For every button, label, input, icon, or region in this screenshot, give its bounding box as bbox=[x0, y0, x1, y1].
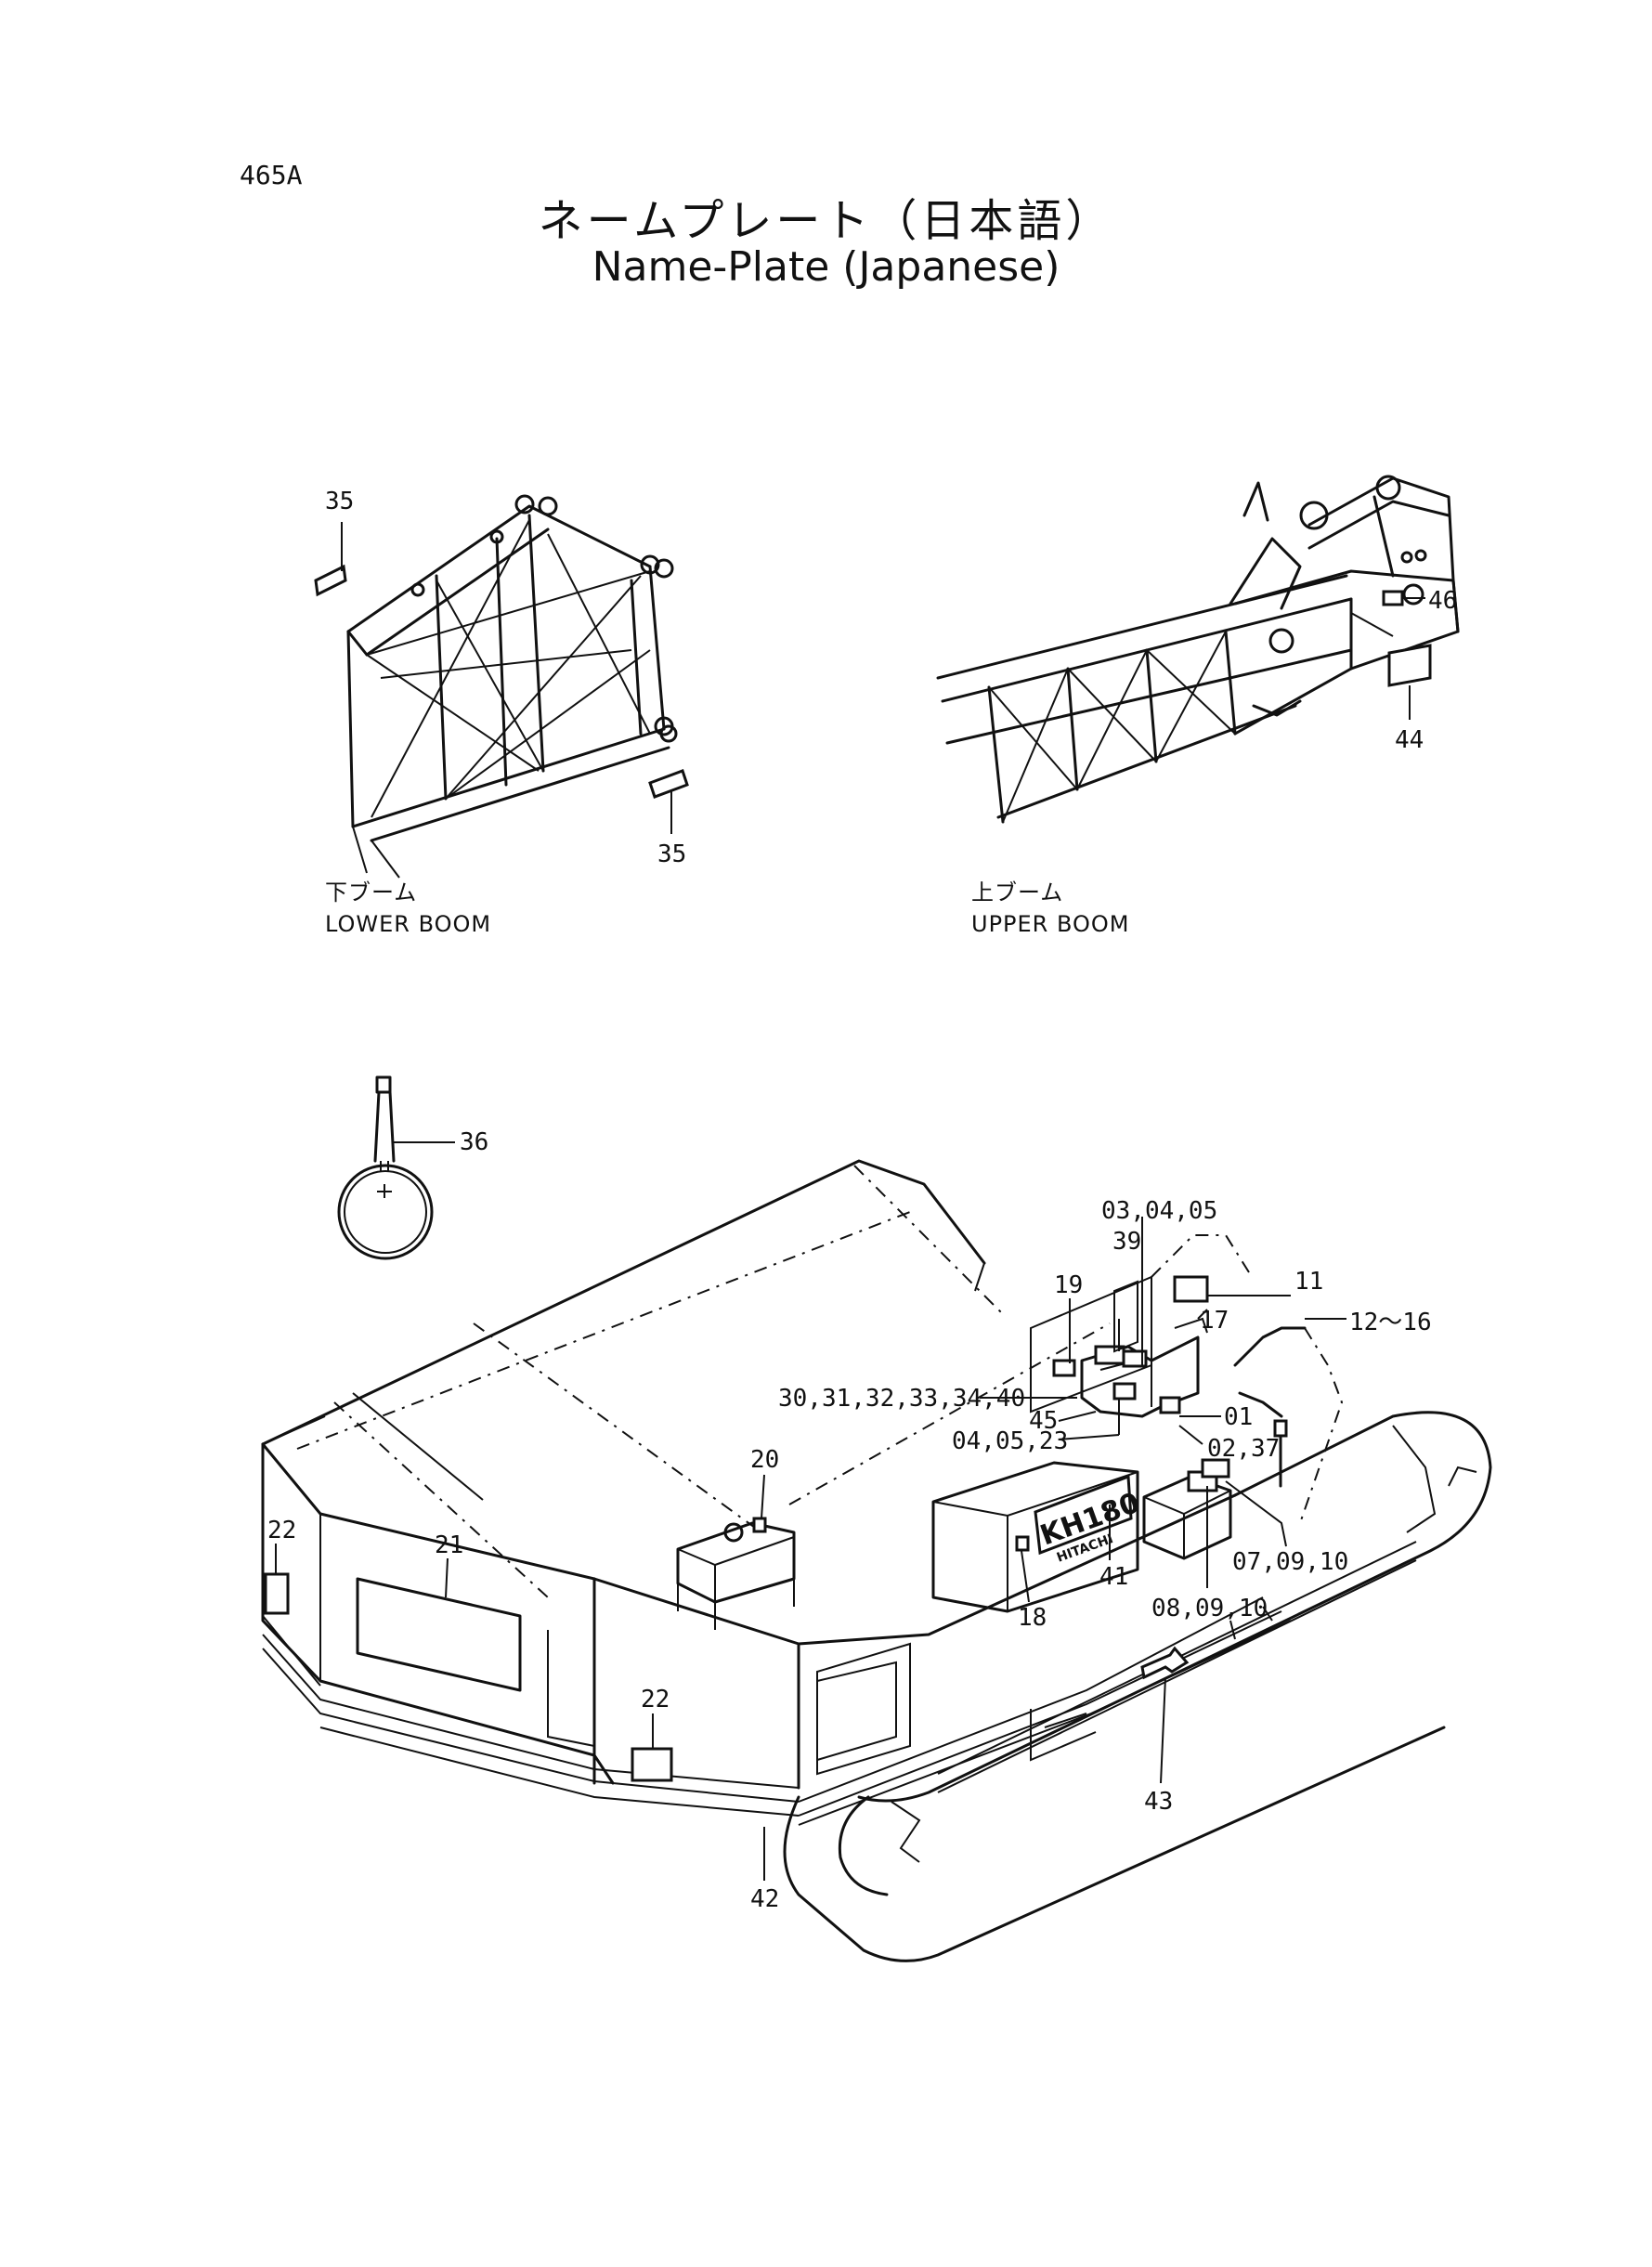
callout-20: 20 bbox=[750, 1446, 779, 1474]
lower-boom-caption: 下ブーム LOWER BOOM bbox=[325, 877, 491, 940]
upper-boom-label-en: UPPER BOOM bbox=[971, 911, 1130, 937]
lower-boom-label-jp: 下ブーム bbox=[325, 879, 418, 905]
model-badge: KH180 HITACHI bbox=[1034, 1474, 1144, 1566]
callout-35-top: 35 bbox=[325, 488, 354, 515]
upper-boom-label-jp: 上ブーム bbox=[971, 879, 1064, 905]
callout-02-37: 02,37 bbox=[1207, 1435, 1280, 1463]
callout-07-09-10: 07,09,10 bbox=[1232, 1548, 1348, 1576]
callout-30-40: 30,31,32,33,34,40 bbox=[778, 1385, 1025, 1413]
callout-04-05-23: 04,05,23 bbox=[952, 1427, 1068, 1455]
callout-42: 42 bbox=[750, 1885, 779, 1913]
callout-39: 39 bbox=[1112, 1228, 1141, 1256]
callout-44: 44 bbox=[1395, 726, 1424, 754]
callout-36: 36 bbox=[460, 1128, 488, 1156]
title-english: Name-Plate (Japanese) bbox=[592, 243, 1060, 291]
lower-boom-label-en: LOWER BOOM bbox=[325, 911, 492, 937]
callout-22-bottom: 22 bbox=[641, 1686, 670, 1713]
callout-35-bottom: 35 bbox=[657, 840, 686, 868]
callout-12-16: 12～16 bbox=[1349, 1309, 1432, 1336]
crane-body-drawing: KH180 HITACHI bbox=[261, 1159, 1492, 1962]
callout-45: 45 bbox=[1029, 1407, 1058, 1435]
callout-11: 11 bbox=[1294, 1268, 1323, 1296]
page-number: 465A bbox=[240, 160, 303, 190]
lower-boom-drawing bbox=[314, 494, 689, 879]
callout-19: 19 bbox=[1054, 1271, 1083, 1299]
callout-43: 43 bbox=[1144, 1788, 1173, 1816]
upper-boom-drawing bbox=[936, 475, 1460, 824]
callout-18: 18 bbox=[1018, 1604, 1047, 1632]
callout-41: 41 bbox=[1099, 1563, 1128, 1591]
callout-17: 17 bbox=[1200, 1307, 1229, 1335]
cable-ring-36-drawing bbox=[337, 1075, 455, 1260]
callout-21: 21 bbox=[435, 1531, 463, 1559]
callout-01: 01 bbox=[1224, 1403, 1253, 1431]
callout-46: 46 bbox=[1428, 587, 1457, 615]
callout-03-04-05: 03,04,05 bbox=[1101, 1197, 1217, 1225]
upper-boom-caption: 上ブーム UPPER BOOM bbox=[971, 877, 1130, 940]
callout-08-09-10: 08,09,10 bbox=[1151, 1595, 1268, 1622]
title-japanese: ネームプレート（日本語） bbox=[538, 195, 1114, 247]
callout-22-left: 22 bbox=[267, 1517, 296, 1544]
